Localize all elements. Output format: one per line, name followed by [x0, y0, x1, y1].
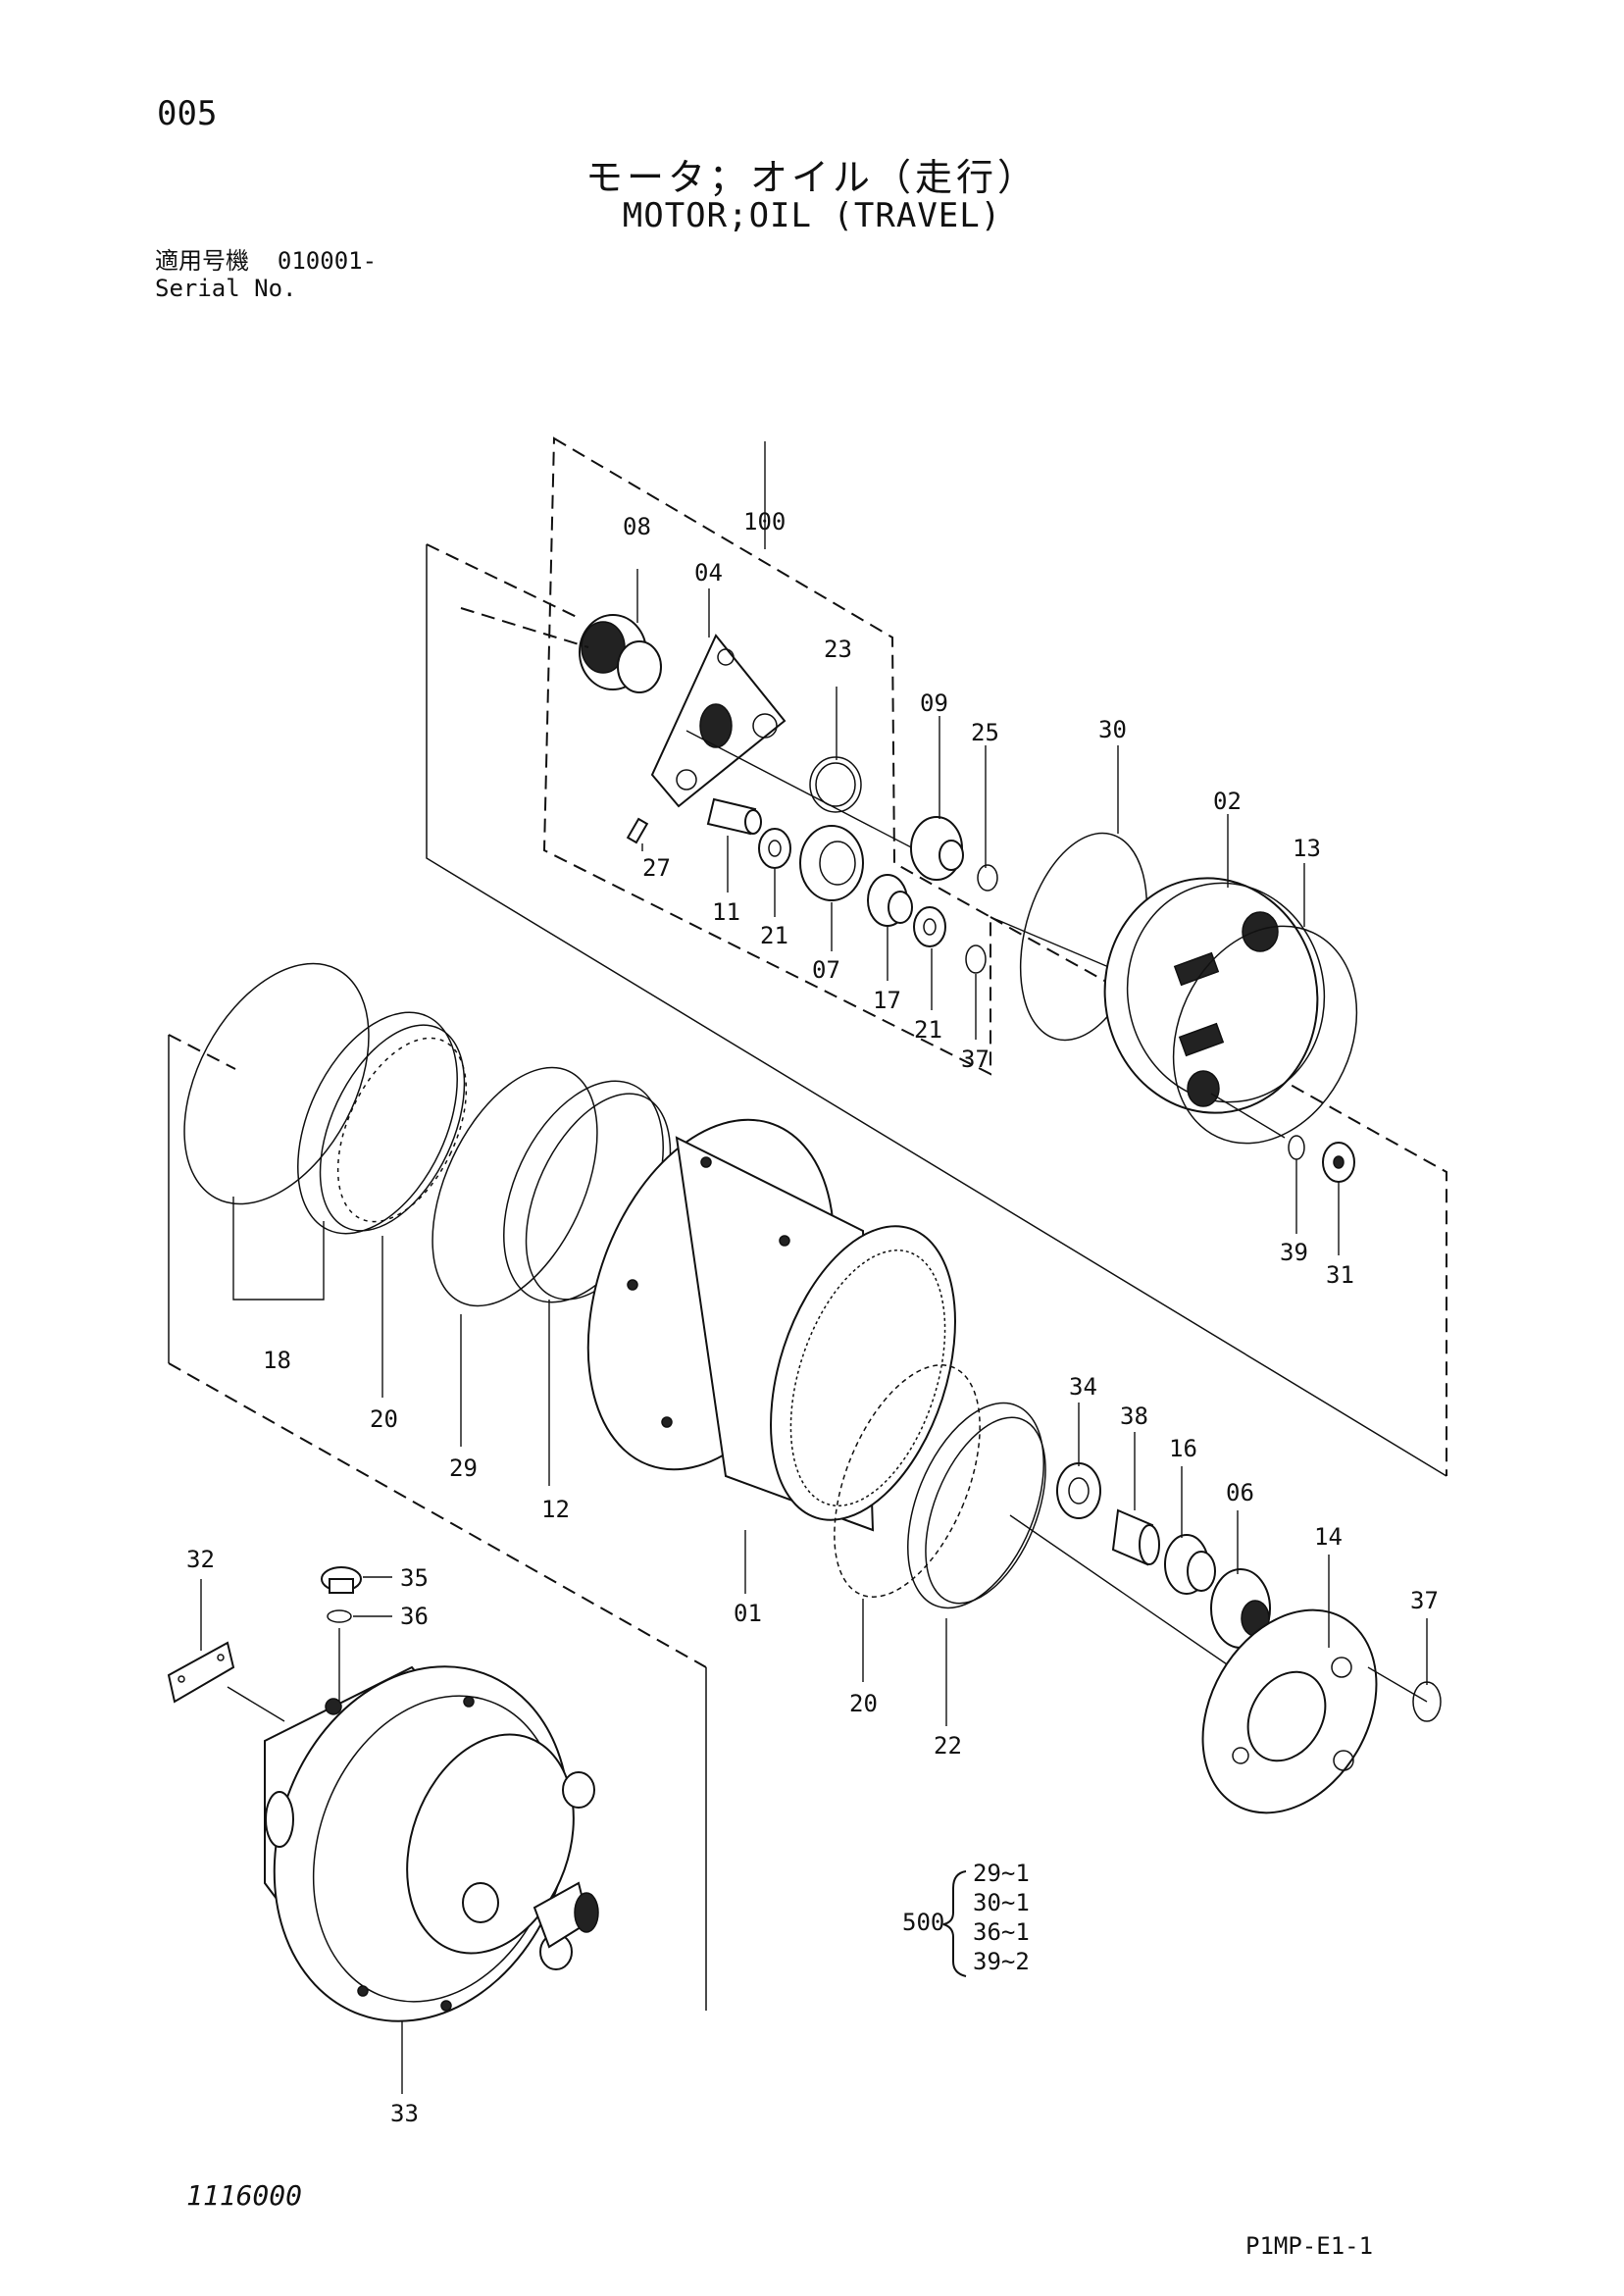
part-35-plug: [321, 1566, 392, 1594]
part-20-bearing-a: [297, 1011, 468, 1235]
label-part-27: 27: [642, 854, 671, 882]
label-part-31: 31: [1326, 1261, 1354, 1289]
label-part-21b: 21: [914, 1016, 942, 1044]
part-18-seal: [183, 962, 370, 1301]
part-27-pin: [626, 817, 649, 844]
label-part-37a: 37: [961, 1046, 990, 1073]
part-39-o-ring: [1288, 1135, 1305, 1160]
label-part-01: 01: [734, 1600, 762, 1627]
lower-frame-bottom: [168, 1362, 707, 1668]
part-01-housing: [586, 1118, 956, 1532]
label-part-02: 02: [1213, 788, 1242, 815]
serial-label-en: Serial No.: [155, 275, 297, 302]
lower-frame-top: [168, 1034, 236, 1070]
label-part-34: 34: [1069, 1373, 1097, 1401]
part-37-snap-ring-a: [965, 944, 987, 974]
label-part-35: 35: [400, 1564, 429, 1592]
label-part-06: 06: [1226, 1479, 1254, 1506]
label-part-37b: 37: [1410, 1587, 1439, 1614]
kit-item-3: 36~1: [973, 1918, 1030, 1946]
label-part-07: 07: [812, 956, 840, 984]
label-part-30: 30: [1098, 716, 1127, 743]
label-part-22: 22: [934, 1732, 962, 1760]
kit-500-label: 500: [902, 1909, 944, 1936]
title-english: MOTOR;OIL (TRAVEL): [622, 196, 1002, 235]
label-part-36: 36: [400, 1603, 429, 1630]
part-22-ring: [907, 1402, 1044, 1609]
part-20-bearing-b: [834, 1364, 981, 1598]
part-36-o-ring: [327, 1609, 392, 1623]
serial-block: 適用号機 010001- Serial No.: [155, 247, 377, 302]
part-21-washer-b: [913, 906, 946, 947]
part-29-o-ring: [431, 1066, 598, 1307]
label-part-29: 29: [449, 1454, 478, 1482]
label-part-38: 38: [1120, 1403, 1148, 1430]
label-part-04: 04: [694, 559, 723, 587]
part-38-collar: [1111, 1508, 1160, 1566]
assembly-frame-dashed-top: [426, 543, 580, 619]
kit-100-boundary: [542, 436, 991, 1076]
label-part-09: 09: [920, 689, 948, 717]
label-part-25: 25: [971, 719, 999, 746]
label-part-16: 16: [1169, 1435, 1197, 1462]
part-07-gear: [799, 825, 864, 901]
label-part-21a: 21: [760, 922, 788, 949]
label-part-12: 12: [541, 1496, 570, 1523]
label-part-32: 32: [186, 1546, 215, 1573]
label-part-11: 11: [712, 898, 740, 926]
kit-item-1: 29~1: [973, 1860, 1030, 1887]
title-japanese: モータ；オイル（走行）: [584, 156, 1039, 199]
part-14-plate: [1201, 1608, 1378, 1814]
part-13-o-ring: [1172, 925, 1358, 1145]
part-08-gear-shaft: [460, 607, 662, 693]
label-part-20b: 20: [849, 1690, 878, 1717]
part-34-washer: [1056, 1462, 1101, 1519]
label-part-23: 23: [824, 636, 852, 663]
label-part-18: 18: [263, 1347, 291, 1374]
label-part-100: 100: [743, 508, 786, 536]
kit-500-list: 500 29~1 30~1 36~1 39~2: [902, 1860, 1030, 1977]
serial-label-ja: 適用号機: [155, 247, 249, 275]
label-part-08: 08: [623, 513, 651, 540]
label-part-17: 17: [873, 987, 901, 1014]
part-11-pin: [706, 797, 762, 836]
part-21-washer-a: [758, 828, 791, 869]
label-part-33: 33: [390, 2100, 419, 2127]
part-04-plate: [650, 634, 787, 808]
page-number: 005: [157, 94, 218, 133]
part-32-nameplate: [167, 1641, 285, 1722]
part-25-snap-ring: [977, 864, 998, 892]
part-02-cover: [1103, 877, 1326, 1114]
label-part-13: 13: [1293, 835, 1321, 862]
assembly-frame-upper: [426, 544, 1447, 1477]
footer-drawing-number: 1116000: [186, 2179, 303, 2212]
part-09-gear: [910, 816, 964, 881]
part-16-needle-bearing: [1164, 1534, 1216, 1595]
label-part-20a: 20: [370, 1405, 398, 1433]
part-17-needle-bearing: [867, 874, 913, 927]
part-33-travel-motor: [264, 1665, 599, 2022]
kit-item-4: 39~2: [973, 1948, 1030, 1975]
part-31-plug: [1322, 1142, 1355, 1183]
kit-item-2: 30~1: [973, 1889, 1030, 1916]
footer-page-code: P1MP-E1-1: [1245, 2232, 1374, 2260]
label-part-39: 39: [1280, 1239, 1308, 1266]
part-23-ring: [809, 756, 862, 813]
label-part-14: 14: [1314, 1523, 1343, 1551]
serial-value: 010001-: [277, 247, 378, 275]
